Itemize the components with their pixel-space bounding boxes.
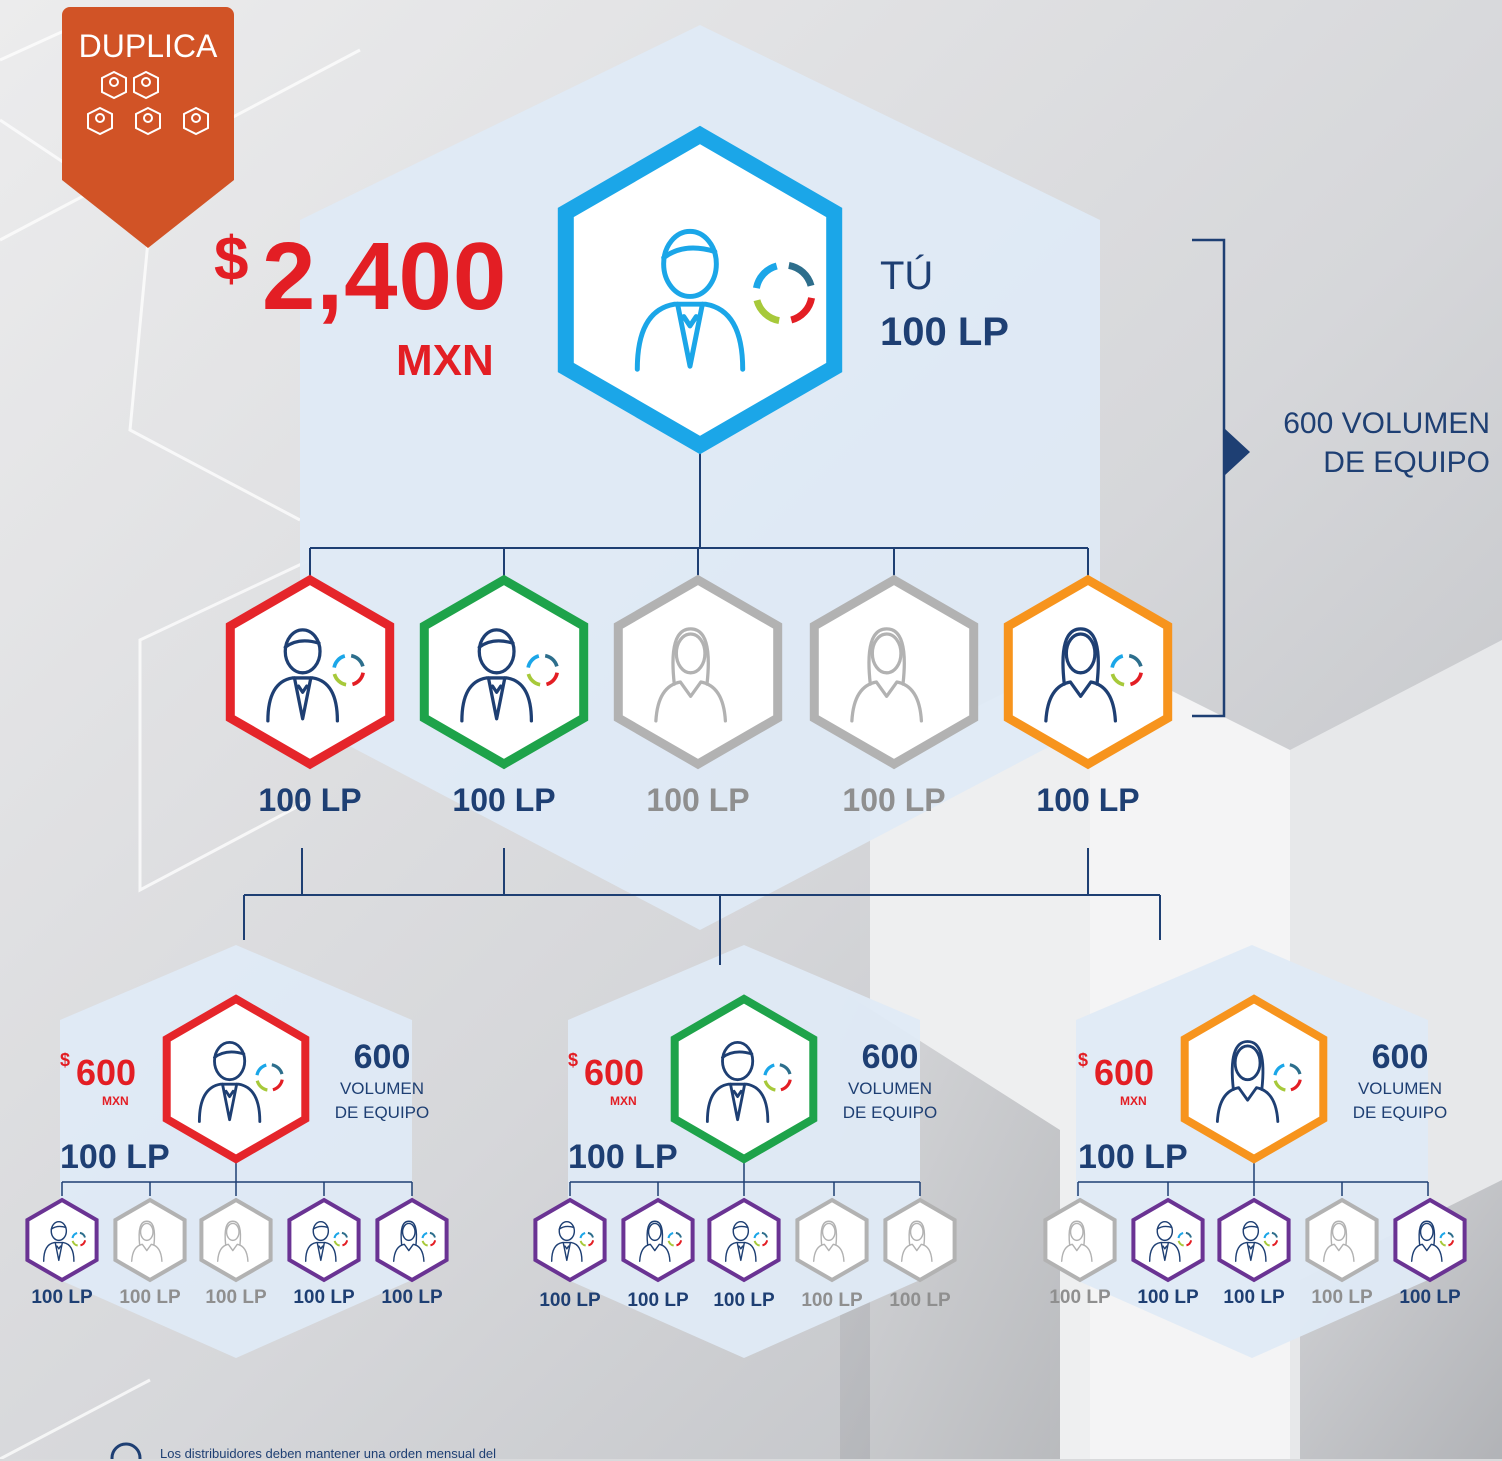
subteam-2-member-5-lp: 100 LP [889, 1290, 951, 1311]
subteam-2-member-4-icon [795, 1197, 869, 1283]
subteam-1-member-4-lp: 100 LP [293, 1287, 355, 1308]
subteam-1-volume-number: 600 [353, 1038, 411, 1076]
subteam-2-leader-icon [670, 994, 818, 1164]
subteam-3-member-5-lp: 100 LP [1399, 1287, 1461, 1308]
subteam-3-volume-line2: DE EQUIPO [1352, 1103, 1448, 1122]
level1-member-2-lp: 100 LP [452, 782, 556, 818]
footnote-text: Los distribuidores deben mantener una or… [160, 1446, 497, 1461]
subteam-3-member-2-icon [1131, 1197, 1205, 1283]
subteam-3-currency: MXN [1120, 1094, 1147, 1108]
subteam-2-member-1-lp: 100 LP [539, 1290, 601, 1311]
subteam-2-volume-line2: DE EQUIPO [842, 1103, 938, 1122]
autoship-footnote-icon [110, 1442, 142, 1459]
level1-member-2-icon [419, 574, 589, 770]
subteam-2-dollar-sign: $ [568, 1050, 579, 1070]
level1-member-5-icon [1003, 574, 1173, 770]
subteam-1-leader-icon [162, 994, 310, 1164]
subteam-2-lp: 100 LP [568, 1138, 678, 1176]
subteam-1-member-2-lp: 100 LP [119, 1287, 181, 1308]
subteam-1-volume-line1: VOLUMEN [339, 1079, 425, 1098]
subteam-2-member-2-icon [621, 1197, 695, 1283]
subteam-3-member-4-icon [1305, 1197, 1379, 1283]
team-volume-label: 600 VOLUMEN DE EQUIPO [1240, 404, 1490, 482]
team-volume-line2: DE EQUIPO [1323, 446, 1490, 479]
you-lp: 100 LP [880, 310, 1009, 354]
subteam-3-volume-line1: VOLUMEN [1357, 1079, 1443, 1098]
subteam-2-currency: MXN [610, 1094, 637, 1108]
level1-member-4-icon [809, 574, 979, 770]
subteam-3-member-4-lp: 100 LP [1311, 1287, 1373, 1308]
subteam-3-lp: 100 LP [1078, 1138, 1188, 1176]
level1-member-3-icon [613, 574, 783, 770]
subteam-1-member-2-icon [113, 1197, 187, 1283]
subteam-3-member-3-lp: 100 LP [1223, 1287, 1285, 1308]
subteam-1-member-5-lp: 100 LP [381, 1287, 443, 1308]
subteam-1-member-4-icon [287, 1197, 361, 1283]
subteam-2-earnings: 600 [584, 1052, 645, 1093]
member-icons [25, 125, 1467, 1283]
top-earnings-amount: 2,400 [262, 223, 508, 330]
subteam-3-earnings: 600 [1094, 1052, 1155, 1093]
subteam-2-member-5-icon [883, 1197, 957, 1283]
subteam-1-member-5-icon [375, 1197, 449, 1283]
subteam-3-member-1-lp: 100 LP [1049, 1287, 1111, 1308]
top-earnings-dollar-sign: $ [214, 225, 249, 294]
bracket-arrow [1224, 428, 1250, 476]
you-member-icon [557, 125, 843, 455]
subteam-1-member-1-lp: 100 LP [31, 1287, 93, 1308]
you-label: TÚ [880, 254, 934, 298]
subteam-2-member-2-lp: 100 LP [627, 1290, 689, 1311]
subteam-2-member-1-icon [533, 1197, 607, 1283]
team-bracket [1192, 238, 1226, 718]
level1-member-5-lp: 100 LP [1036, 782, 1140, 818]
subteam-1-dollar-sign: $ [60, 1050, 71, 1070]
subteam-1-member-3-icon [199, 1197, 273, 1283]
subteam-3-volume-number: 600 [1371, 1038, 1429, 1076]
subteam-1-member-3-lp: 100 LP [205, 1287, 267, 1308]
level1-member-1-lp: 100 LP [258, 782, 362, 818]
subteam-3-member-1-icon [1043, 1197, 1117, 1283]
subteam-1-currency: MXN [102, 1094, 129, 1108]
subteam-2-member-4-lp: 100 LP [801, 1290, 863, 1311]
subteam-3-leader-icon [1180, 994, 1328, 1164]
subteam-2-volume-number: 600 [861, 1038, 919, 1076]
subteam-1-volume-line2: DE EQUIPO [334, 1103, 430, 1122]
subteam-2-member-3-icon [707, 1197, 781, 1283]
level1-member-1-icon [225, 574, 395, 770]
team-volume-line1: 600 VOLUMEN [1283, 407, 1490, 440]
subteam-3-member-2-lp: 100 LP [1137, 1287, 1199, 1308]
subteam-1-earnings: 600 [76, 1052, 137, 1093]
subteam-2-volume-line1: VOLUMEN [847, 1079, 933, 1098]
subteam-1-lp: 100 LP [60, 1138, 170, 1176]
subteam-3-member-5-icon [1393, 1197, 1467, 1283]
subteam-3-dollar-sign: $ [1078, 1050, 1089, 1070]
duplica-badge [62, 7, 234, 248]
subteam-connectors [61, 1162, 1429, 1196]
duplica-badge-label: DUPLICA [78, 28, 218, 64]
team-icon [87, 70, 209, 136]
subteam-2-member-3-lp: 100 LP [713, 1290, 775, 1311]
top-earnings-currency: MXN [396, 336, 494, 385]
level1-member-3-lp: 100 LP [646, 782, 750, 818]
level1-member-4-lp: 100 LP [842, 782, 946, 818]
subteam-3-member-3-icon [1217, 1197, 1291, 1283]
subteam-1-member-1-icon [25, 1197, 99, 1283]
